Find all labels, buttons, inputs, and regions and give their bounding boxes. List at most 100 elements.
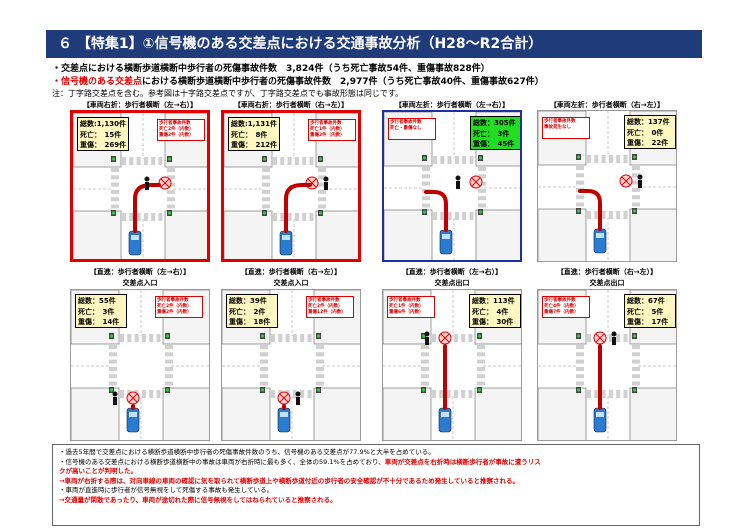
stats-line: 重傷： 212件 [231,141,278,149]
casualty-label-box: 歩行者事故件数死亡2件（内数）重傷2件（内数） [157,119,205,141]
traffic-light-lamp [576,334,581,338]
crosswalk-stripe [422,174,430,179]
casualty-label-line: 死亡2件（内数） [159,127,194,132]
sidewalk-block [71,387,120,440]
casualty-label-line: 重傷7件（内数） [544,310,579,315]
casualty-label-line: 死亡1件（内数） [310,127,345,132]
crosswalk-stripe [262,182,270,187]
casualty-label-line: 重傷2件（内数） [310,133,345,138]
crosswalk-stripe [632,345,640,349]
crosswalk-stripe [129,213,134,221]
crosswalk-stripe [111,204,119,209]
pedestrian-body [296,397,300,405]
crosswalk-stripe [309,213,314,221]
traffic-light-lamp [576,155,581,159]
casualty-label-line: 死亡4件（内数） [544,304,579,309]
traffic-light-lamp [632,334,637,338]
crosswalk-stripe [260,381,268,386]
pedestrian-body [638,180,642,188]
crosswalk-stripe [143,213,148,221]
finding-line-1: ・過去5年間で交差点における横断歩道横断中歩行者の死傷事故件数のうち、信号機のあ… [59,448,435,456]
traffic-light-lamp [262,211,267,215]
crosswalk-stripe [616,334,621,342]
stats-line: 総数：305件 [473,119,516,127]
crosswalk-stripe [165,345,173,349]
casualty-label-box: 歩行者事故件数死亡2件（内数）重傷2件（内数） [155,296,203,318]
crosswalk-stripe [477,345,485,349]
car-icon [277,407,291,433]
crosswalk-stripe [109,374,117,379]
vehicle-path-arrow [578,189,602,231]
crosswalk-stripe [632,381,640,386]
crosswalk-stripe [129,157,134,165]
traffic-light-lamp [260,334,265,338]
casualty-label-line: 歩行者事故件数 [544,298,576,303]
collision-cross [621,176,631,186]
traffic-light-lamp [109,388,114,392]
panel-5-subtitle: 交差点入口 [122,279,158,287]
crosswalk-stripe [632,359,640,364]
traffic-light-lamp [422,156,427,160]
casualty-label-box: 歩行者事故件数死亡4件（内数）重傷7件（内数） [542,296,590,318]
crosswalk-stripe [158,157,163,165]
crosswalk-stripe [165,381,173,386]
crosswalk-stripe [280,157,285,165]
stats-line: 死亡： 0件 [627,128,664,137]
crosswalk-stripe [601,390,606,398]
sidewalk-block [629,387,676,440]
crosswalk-stripe [111,182,119,187]
crosswalk-stripe [158,213,163,221]
stats-line: 死亡： 8件 [231,130,268,139]
pedestrian-body [456,181,460,189]
casualty-label-line: 重傷6件（内数） [389,310,424,315]
crosswalk-stripe [454,212,459,220]
crosswalk-stripe [477,366,485,371]
crosswalk-stripe [260,359,268,364]
crosswalk-stripe [136,213,141,221]
traffic-light-lamp [478,210,483,214]
crosswalk-stripe [260,366,268,371]
stats-line: 死亡： 3件 [78,307,115,316]
crosswalk-stripe [260,352,268,357]
crosswalk-stripe [134,334,139,342]
casualty-label-line: 歩行者事故件数 [390,120,422,125]
stats-line: 重傷： 45件 [473,140,515,148]
finding-line-2-text: ・信号機のある交差点における横断歩道横断中の事故は車両が右折時に最も多く、全体の… [59,457,385,466]
crosswalk-stripe [109,345,117,349]
crosswalk-stripe [576,195,584,200]
stats-box: 総数：55件死亡： 3件重傷： 14件 [75,294,127,328]
pedestrian-icon [112,391,118,397]
crosswalk-stripe [477,352,485,357]
traffic-light-lamp [262,157,267,161]
pedestrian-icon [323,176,329,182]
casualty-label-box: 歩行者事故件数死亡・重傷なし [388,118,436,140]
crosswalk-stripe [462,156,467,164]
casualty-label-line: 死亡2件（内数） [157,304,192,309]
traffic-light-lamp [478,156,483,160]
accident-panel-left-turn-rl: 総数：137件死亡： 0件重傷： 22件歩行者事故件数事故発生なし [537,110,677,262]
crosswalk-stripe [318,168,326,172]
crosswalk-stripe [632,374,640,379]
crosswalk-stripe [632,195,640,200]
crosswalk-stripe [616,390,621,398]
crosswalk-stripe [623,211,628,219]
stats-line: 総数：55件 [78,297,116,305]
sidewalk-block [224,210,273,259]
traffic-light-lamp [421,334,426,338]
crosswalk-stripe [576,166,584,170]
stats-box: 総数：305件死亡： 3件重傷： 45件 [470,116,520,150]
crosswalk-stripe [632,202,640,207]
crosswalk-stripe [422,181,430,186]
car-icon [439,229,453,255]
traffic-light-lamp [576,209,581,213]
crosswalk-stripe [111,168,119,172]
crosswalk-stripe [432,390,436,398]
casualty-label-line: 歩行者事故件数 [308,298,340,303]
crosswalk-stripe [167,197,175,202]
crosswalk-stripe [280,213,285,221]
car-window [280,412,288,417]
stats-line: 重傷： 14件 [78,318,120,326]
traffic-light-lamp [318,211,323,215]
car-icon [593,407,607,433]
crosswalk-stripe [433,156,437,164]
